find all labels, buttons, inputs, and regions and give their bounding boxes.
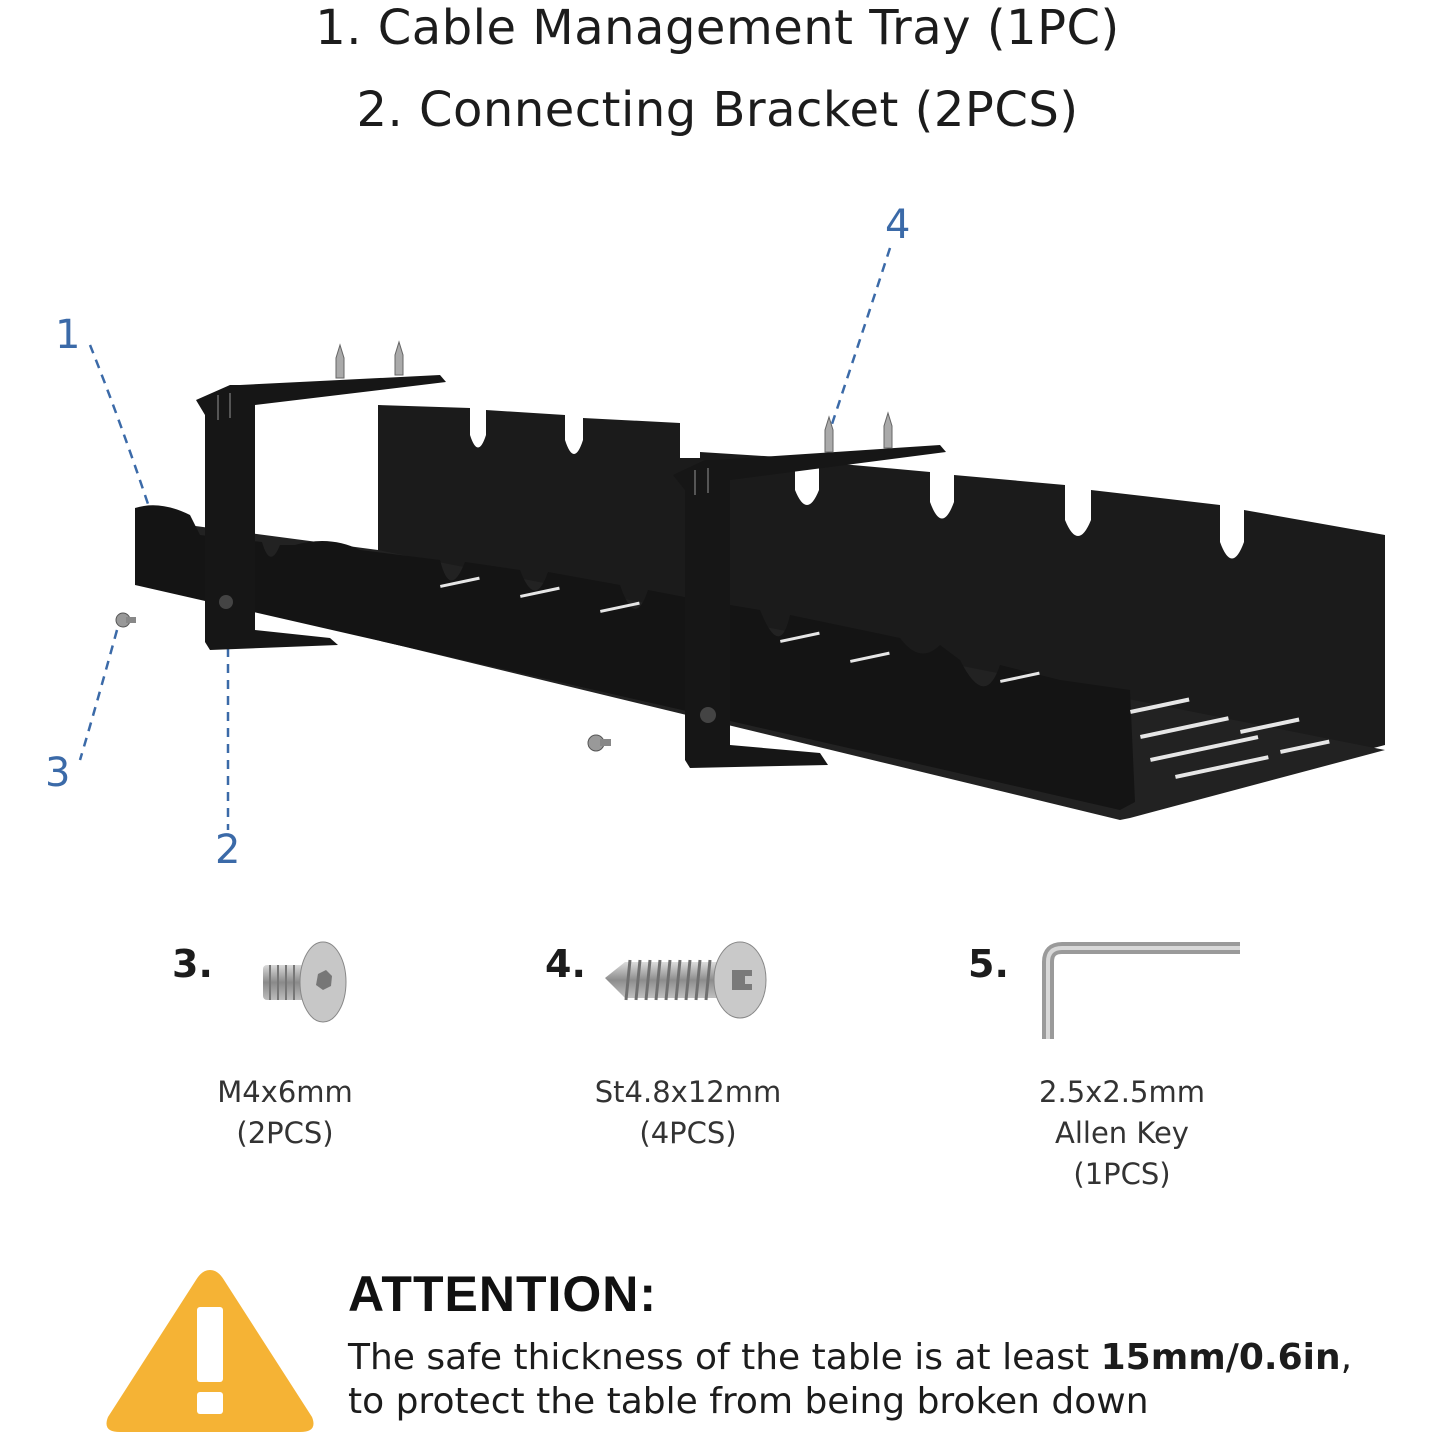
allen-key-icon xyxy=(1042,942,1240,1039)
attention-text-comma: , xyxy=(1340,1337,1353,1378)
title-cable-tray: 1. Cable Management Tray (1PC) xyxy=(315,0,1120,56)
part-3-number: 3. xyxy=(172,942,213,986)
attention-text: The safe thickness of the table is at le… xyxy=(348,1336,1398,1424)
attention-heading: ATTENTION: xyxy=(348,1266,658,1322)
product-diagram: 1 2 3 4 xyxy=(0,190,1435,890)
part-5-size: 2.5x2.5mm xyxy=(1039,1075,1205,1109)
title-connecting-bracket: 2. Connecting Bracket (2PCS) xyxy=(356,82,1079,138)
part-4-number: 4. xyxy=(545,942,586,986)
part-5-number: 5. xyxy=(968,942,1009,986)
part-5-qty: (1PCS) xyxy=(1073,1157,1171,1191)
cable-tray-illustration xyxy=(78,247,1385,830)
attention-text-line2: to protect the table from being broken d… xyxy=(348,1381,1149,1422)
callout-1: 1 xyxy=(55,312,81,358)
callout-2: 2 xyxy=(215,827,241,873)
m4-screw-loose-2 xyxy=(587,734,611,752)
bracket-screws-right xyxy=(824,411,893,453)
part-5-name: Allen Key xyxy=(1055,1116,1189,1150)
part-3-desc: M4x6mm (2PCS) xyxy=(125,1072,445,1154)
callout-4: 4 xyxy=(885,202,911,248)
leader-line-4 xyxy=(828,247,892,431)
part-3-qty: (2PCS) xyxy=(236,1116,334,1150)
callout-3: 3 xyxy=(45,750,71,796)
m4-screw-loose-1 xyxy=(115,612,136,628)
part-4-size: St4.8x12mm xyxy=(594,1075,782,1109)
part-5-desc: 2.5x2.5mm Allen Key (1PCS) xyxy=(962,1072,1282,1195)
self-tapping-screw-icon xyxy=(605,941,767,1019)
hex-socket-screw-icon xyxy=(263,941,347,1023)
leader-line-1 xyxy=(88,344,152,511)
leader-line-3 xyxy=(78,629,119,761)
connecting-bracket-right xyxy=(673,445,946,768)
cable-tray xyxy=(135,405,1385,820)
attention-text-start: The safe thickness of the table is at le… xyxy=(348,1337,1101,1378)
part-3-size: M4x6mm xyxy=(217,1075,353,1109)
part-4-desc: St4.8x12mm (4PCS) xyxy=(528,1072,848,1154)
bracket-screws-left xyxy=(335,340,404,379)
attention-thickness: 15mm/0.6in xyxy=(1100,1337,1341,1378)
part-4-qty: (4PCS) xyxy=(639,1116,737,1150)
connecting-bracket-left xyxy=(196,375,446,650)
warning-triangle-icon xyxy=(106,1270,314,1432)
